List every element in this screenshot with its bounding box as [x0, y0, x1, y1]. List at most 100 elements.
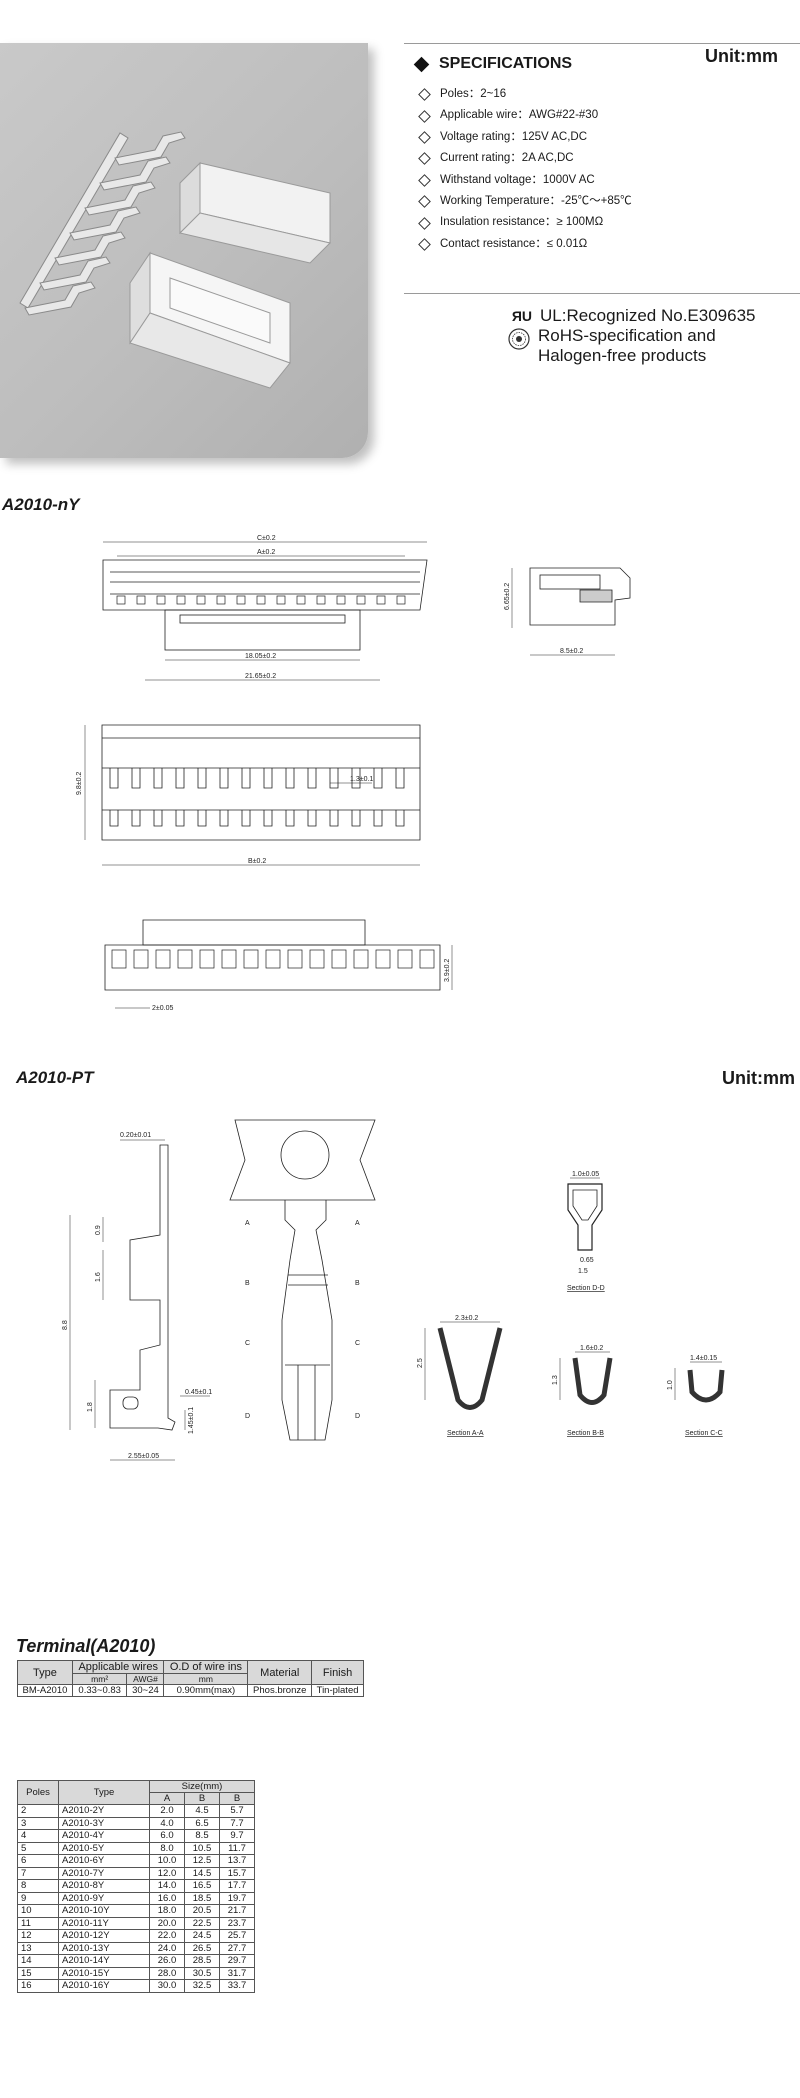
table-cell: A2010-5Y	[58, 1841, 150, 1855]
table-cell: 5.7	[219, 1804, 255, 1818]
spec-title: SPECIFICATIONS	[413, 55, 572, 73]
dim-9-8: 9.8±0.2	[76, 772, 83, 795]
table-cell: 7	[17, 1866, 59, 1880]
table-cell: 14.0	[149, 1879, 185, 1893]
table-cell: A2010-7Y	[58, 1866, 150, 1880]
table-cell: A2010-9Y	[58, 1891, 150, 1905]
th-a: A	[149, 1792, 185, 1805]
table-cell: 22.0	[149, 1929, 185, 1943]
section-d-d-label: Section D-D	[567, 1285, 605, 1292]
table-cell: A2010-12Y	[58, 1929, 150, 1943]
diamond-outline-icon	[418, 131, 431, 144]
ul-row: ЯU UL:Recognized No.E309635	[512, 306, 756, 326]
table-cell: 4	[17, 1829, 59, 1843]
spec-item-text: Poles：2~16	[440, 88, 507, 100]
table-cell: 33.7	[219, 1979, 255, 1993]
table-cell: 15.7	[219, 1866, 255, 1880]
table-cell: A2010-4Y	[58, 1829, 150, 1843]
table-cell: A2010-6Y	[58, 1854, 150, 1868]
connector-illustration	[19, 131, 331, 389]
marker-c-left: C	[245, 1340, 250, 1347]
table-cell: 3	[17, 1816, 59, 1830]
dim-2: 2±0.05	[152, 1005, 173, 1012]
table-cell: A2010-13Y	[58, 1941, 150, 1955]
spec-item-text: Applicable wire：AWG#22-#30	[440, 109, 599, 122]
section-c-c-label: Section C-C	[685, 1430, 723, 1437]
th-type: Type	[58, 1780, 150, 1805]
table-cell: 13	[17, 1941, 59, 1955]
table-cell: 2	[17, 1804, 59, 1818]
table-cell: 6.0	[149, 1829, 185, 1843]
dim-1-8: 1.8	[87, 1402, 94, 1412]
table-cell: 10.0	[149, 1854, 185, 1868]
spec-item-text: Withstand voltage：1000V AC	[440, 173, 595, 186]
dim-2-55: 2.55±0.05	[128, 1453, 159, 1460]
dim-8-8: 8.8	[62, 1320, 69, 1330]
table-row: BM-A2010 0.33~0.83 30~24 0.90mm(max) Pho…	[17, 1684, 364, 1697]
rohs-seal-icon	[508, 328, 530, 350]
table-cell: 30.0	[149, 1979, 185, 1993]
spec-item-text: Current rating：2A AC,DC	[440, 152, 574, 165]
housing-top-view: C±0.2 A±0.2 18.05±0.2 21.65±0.2	[102, 535, 428, 681]
dim-a: A±0.2	[257, 549, 275, 556]
dim-1-3-b: 1.3	[552, 1375, 559, 1385]
table-cell: 19.7	[219, 1891, 255, 1905]
diamond-outline-icon	[418, 216, 431, 230]
table-cell: 18.5	[184, 1891, 220, 1905]
diamond-outline-icon	[418, 109, 431, 123]
th-applicable-wires: Applicable wires	[71, 1660, 165, 1674]
table-cell: A2010-3Y	[58, 1816, 150, 1830]
marker-a-left: A	[245, 1220, 250, 1227]
th-size: Size(mm)	[149, 1780, 255, 1793]
table-cell: 12.5	[184, 1854, 220, 1868]
th-awg: AWG#	[126, 1673, 165, 1685]
diamond-outline-icon	[418, 238, 431, 251]
table-cell: 18.0	[149, 1904, 185, 1918]
table-cell: 28.5	[184, 1954, 220, 1968]
section-c-c: 1.4±0.15 1.0 Section C-C	[667, 1355, 725, 1437]
spec-item: Poles：2~16	[418, 84, 632, 105]
product-photo	[0, 43, 368, 458]
table-cell: 9.7	[219, 1829, 255, 1843]
table-cell: 23.7	[219, 1916, 255, 1930]
table-cell: 6.5	[184, 1816, 220, 1830]
th-type: Type	[17, 1660, 73, 1685]
dim-0-20: 0.20±0.01	[120, 1132, 151, 1139]
spec-list: Poles：2~16 Applicable wire：AWG#22-#30 Vo…	[418, 84, 632, 255]
table-cell: 27.7	[219, 1941, 255, 1955]
th-mm2: mm²	[71, 1673, 128, 1685]
diamond-outline-icon	[418, 173, 431, 187]
spec-item: Withstand voltage：1000V AC	[418, 170, 632, 191]
section-a-a: 2.3±0.2 2.5 Section A-A	[417, 1315, 503, 1437]
table-cell: 5	[17, 1841, 59, 1855]
rohs-row: RoHS-specification and Halogen-free prod…	[508, 326, 755, 366]
table-cell: 4.0	[149, 1816, 185, 1830]
marker-a-right: A	[355, 1220, 360, 1227]
th-poles: Poles	[17, 1780, 59, 1805]
terminal-drawing-title: A2010-PT	[16, 1068, 94, 1087]
td-finish: Tin-plated	[311, 1684, 364, 1697]
dim-3-9: 3.9±0.2	[444, 959, 451, 982]
terminal-drawing: 0.20±0.01 0.9 1.6 8.8 1.8 0.45±0.1 1.45±…	[62, 1119, 725, 1461]
dim-c: C±0.2	[257, 535, 276, 542]
th-mm: mm	[163, 1673, 249, 1685]
dim-1-5: 1.5	[578, 1268, 588, 1275]
spec-item: Voltage rating：125V AC,DC	[418, 127, 632, 148]
td-material: Phos.bronze	[247, 1684, 313, 1697]
housing-drawing: C±0.2 A±0.2 18.05±0.2 21.65±0.2 6.65±0.2	[76, 535, 631, 1012]
table-cell: 32.5	[184, 1979, 220, 1993]
section-b-b: 1.6±0.2 1.3 Section B-B	[552, 1345, 613, 1437]
spec-item: Applicable wire：AWG#22-#30	[418, 105, 632, 126]
dim-8-5: 8.5±0.2	[560, 648, 583, 655]
terminal-side-view: 0.20±0.01 0.9 1.6 8.8 1.8 0.45±0.1 1.45±…	[62, 1132, 212, 1461]
